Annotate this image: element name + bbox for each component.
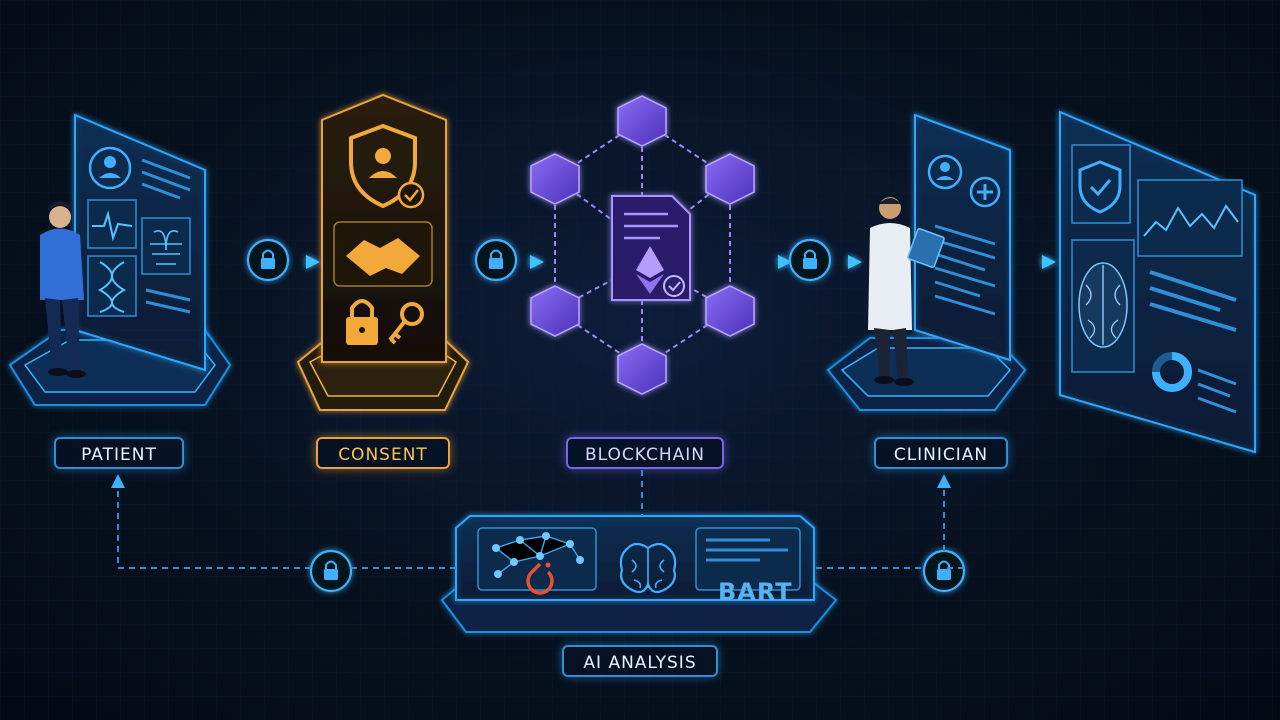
clinician-figure	[868, 197, 945, 386]
patient-label: PATIENT	[54, 437, 184, 469]
handshake-icon	[333, 221, 433, 287]
bart-model-label: BART	[718, 578, 793, 606]
consent-label: CONSENT	[316, 437, 450, 469]
ecg-waveform-icon	[87, 199, 137, 249]
consent-panel	[321, 93, 447, 363]
brain-scan-icon	[1071, 239, 1135, 373]
user-avatar-icon	[88, 146, 132, 190]
clinician-node	[826, 113, 1027, 411]
ai-analysis-node	[440, 515, 838, 633]
line-chart-icon	[1137, 179, 1243, 257]
chest-xray-icon	[141, 217, 191, 275]
padlock-glyphs	[261, 249, 951, 580]
key-icon	[388, 302, 424, 345]
consent-node	[296, 93, 470, 411]
shield-user-icon	[349, 123, 417, 209]
dna-icon	[87, 255, 137, 317]
dashboard-panel	[1059, 110, 1256, 454]
shield-check-icon	[1071, 144, 1131, 224]
arrow-up-icon	[111, 474, 951, 488]
ethereum-icon	[636, 246, 664, 294]
clinician-record-panel	[914, 113, 1011, 362]
checkmark-icon	[663, 275, 685, 297]
blockchain-links	[554, 119, 731, 369]
patient-figure	[40, 201, 86, 378]
blockchain-label: BLOCKCHAIN	[566, 437, 724, 469]
patient-record-panel	[74, 113, 206, 372]
blockchain-node	[530, 95, 755, 395]
clinician-label: CLINICIAN	[874, 437, 1008, 469]
patient-node	[8, 113, 232, 406]
ai-analysis-label: AI ANALYSIS	[562, 645, 718, 677]
donut-chart-icon	[1152, 352, 1237, 414]
clipboard-icon	[907, 227, 945, 269]
neural-network-icon	[477, 527, 597, 591]
arrow-right-icon	[306, 255, 1056, 269]
brain-icon	[619, 542, 677, 594]
user-avatar-icon	[927, 154, 963, 190]
bart-model-card	[695, 527, 801, 591]
pytorch-icon	[526, 562, 554, 595]
checkmark-icon	[397, 181, 425, 209]
ai-feedback-links	[117, 470, 964, 569]
cube-icon	[530, 95, 755, 395]
medical-cross-icon	[969, 176, 1001, 208]
padlock-icon	[346, 299, 378, 345]
